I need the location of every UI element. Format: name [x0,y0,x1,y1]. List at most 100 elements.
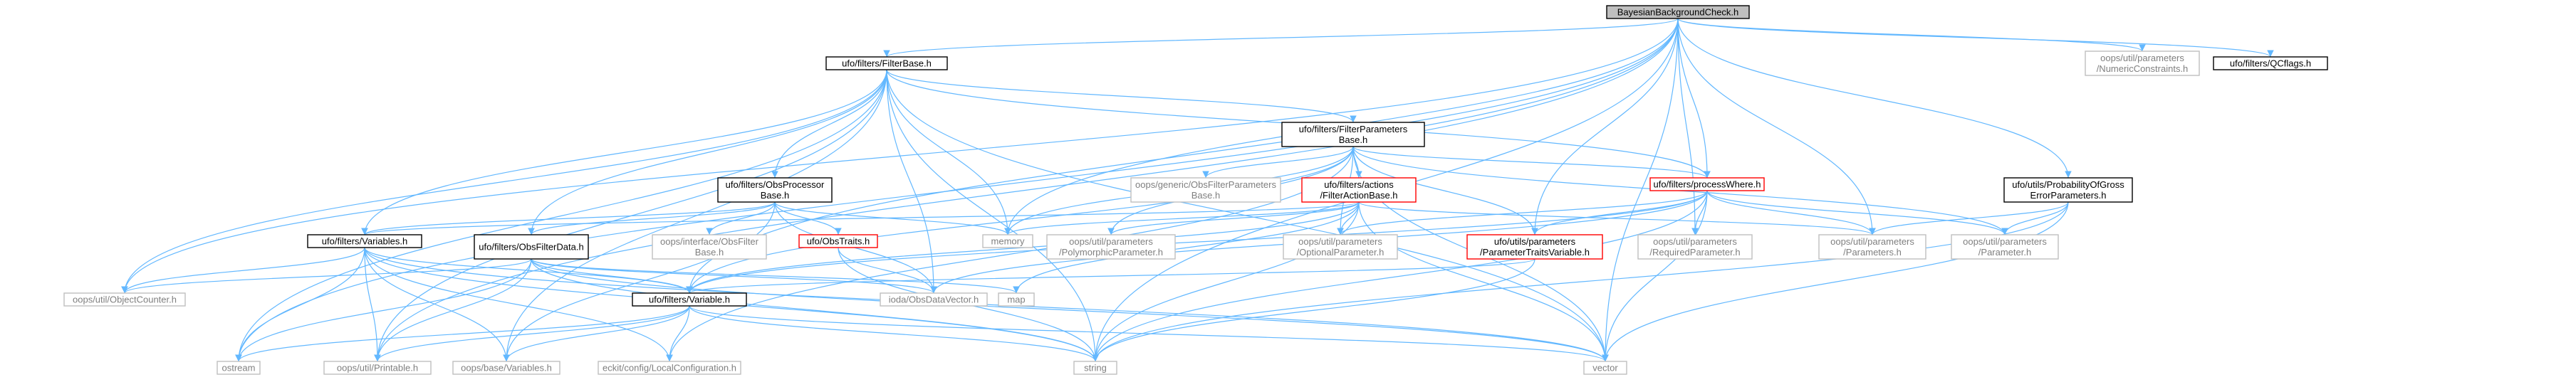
node-vector[interactable]: vector [1583,361,1627,375]
node-map-box [998,292,1035,307]
edge-filterparams-to-variable [686,146,1354,294]
node-map[interactable]: map [998,292,1035,307]
edge-root-to-ostream [235,18,1679,362]
node-iodavector-label-line-0: ioda/ObsDataVector.h [889,295,979,305]
edge-processwhere-to-parameter [1706,190,2008,235]
edge-processwhere-to-paramtraits [1531,190,1708,235]
node-paramtraits-label-line-1: /ParameterTraitsVariable.h [1480,247,1590,258]
node-ostream[interactable]: ostream [217,361,261,375]
node-interfacefilter-label-line-1: Base.h [695,247,724,258]
edge-obsproc-to-basevariables [503,201,776,362]
edge-filterbase-to-objcounter [121,69,887,294]
edge-variable-to-eckit [666,305,690,362]
node-ostream-label-line-0: ostream [222,363,256,373]
edge-obsproc-to-memory [774,201,1011,235]
node-eckit[interactable]: eckit/config/LocalConfiguration.h [598,361,741,375]
node-variables-label-line-0: ufo/filters/Variables.h [322,236,407,247]
node-paramtraits[interactable]: ufo/utils/parameters/ParameterTraitsVari… [1466,234,1603,260]
edge-processwhere-to-vector [1602,190,1708,362]
node-vector-label-line-0: vector [1592,363,1618,373]
node-root-box [1606,5,1750,19]
edge-filterbase-to-obsproc [771,69,887,179]
node-iodavector[interactable]: ioda/ObsDataVector.h [880,292,988,307]
edge-root-to-paramtraits [1531,18,1679,235]
edge-paramtraits-to-string [1092,258,1535,362]
node-polyparam-label-line-1: /PolymorphicParameter.h [1059,247,1163,258]
node-reqparam-label-line-1: /RequiredParameter.h [1649,247,1740,258]
edge-filterbase-to-variables [361,69,887,235]
edge-filterbase-to-string [886,69,1099,362]
node-oopsfilterparams-label-line-0: oops/generic/ObsFilterParameters [1135,179,1276,190]
node-qcflags[interactable]: ufo/filters/QCflags.h [2213,56,2328,70]
node-polyparam[interactable]: oops/util/parameters/PolymorphicParamete… [1046,234,1176,260]
node-parameters-label-line-1: /Parameters.h [1843,247,1902,258]
edge-variables-to-eckit [364,247,673,362]
node-obsproc-box [717,177,833,203]
edge-obstraits-to-iodavector [838,247,937,294]
edge-obsfilterdata-to-vector [531,258,1609,362]
edge-root-to-probgross [1677,18,2072,179]
edge-obsfilterdata-to-iodavector [531,258,937,294]
node-printable[interactable]: oops/util/Printable.h [323,361,432,375]
node-root[interactable]: BayesianBackgroundCheck.h [1606,5,1750,19]
edge-obsproc-to-variables [361,201,776,235]
node-objcounter[interactable]: oops/util/ObjectCounter.h [63,292,186,307]
node-obstraits[interactable]: ufo/ObsTraits.h [798,234,878,248]
node-filterparams-label-line-1: Base.h [1339,134,1367,145]
edge-variable-to-basevariables [503,305,690,362]
node-vector-box [1583,361,1627,375]
node-filteraction-box [1301,177,1417,203]
node-map-label-line-0: map [1007,295,1025,305]
node-probgross[interactable]: ufo/utils/ProbabilityOfGrossErrorParamet… [2003,177,2133,203]
edge-variable-to-string [689,305,1099,362]
node-processwhere-label-line-0: ufo/filters/processWhere.h [1653,179,1761,190]
edge-obsfilterdata-to-printable [374,258,532,362]
node-processwhere[interactable]: ufo/filters/processWhere.h [1649,177,1765,191]
node-filteraction[interactable]: ufo/filters/actions/FilterActionBase.h [1301,177,1417,203]
edge-variable-to-ostream [235,305,690,362]
edge-root-to-numconstr [1677,18,2146,52]
edge-obsproc-to-interfacefilter [706,201,776,235]
node-string[interactable]: string [1073,361,1117,375]
node-reqparam-label-line-0: oops/util/parameters [1653,236,1737,247]
node-optparam-box [1283,234,1398,260]
edge-root-to-filterbase [883,18,1679,58]
nodes-layer: BayesianBackgroundCheck.h ufo/filters/Fil… [63,5,2328,375]
node-filterbase[interactable]: ufo/filters/FilterBase.h [825,56,948,70]
node-parameters-label-line-0: oops/util/parameters [1830,236,1914,247]
node-numconstr-label-line-0: oops/util/parameters [2100,53,2184,63]
node-polyparam-label-line-0: oops/util/parameters [1069,236,1153,247]
node-obsproc-label-line-0: ufo/filters/ObsProcessor [726,179,825,190]
node-variable[interactable]: ufo/filters/Variable.h [632,292,747,307]
node-root-label-line-0: BayesianBackgroundCheck.h [1617,7,1739,18]
node-variables-box [307,234,422,248]
edge-filterparams-to-processwhere [1352,146,1711,179]
node-probgross-label-line-0: ufo/utils/ProbabilityOfGross [2012,179,2124,190]
edge-probgross-to-parameters [1869,201,2069,235]
edge-variable-to-printable [374,305,690,362]
node-optparam[interactable]: oops/util/parameters/OptionalParameter.h [1283,234,1398,260]
edge-filterbase-to-obsfilterdata [528,69,887,235]
node-numconstr-label-line-1: /NumericConstraints.h [2097,63,2189,74]
node-reqparam[interactable]: oops/util/parameters/RequiredParameter.h [1637,234,1753,260]
node-parameter[interactable]: oops/util/parameters/Parameter.h [1951,234,2059,260]
node-basevariables[interactable]: oops/base/Variables.h [452,361,560,375]
node-numconstr[interactable]: oops/util/parameters/NumericConstraints.… [2085,51,2200,76]
edge-root-to-objcounter [121,18,1679,294]
node-string-box [1073,361,1117,375]
node-parameters[interactable]: oops/util/parameters/Parameters.h [1818,234,1926,260]
node-iodavector-box [880,292,988,307]
node-memory[interactable]: memory [982,234,1033,248]
node-obsfilterdata[interactable]: ufo/filters/ObsFilterData.h [474,234,589,260]
node-interfacefilter-box [652,234,767,260]
node-variables[interactable]: ufo/filters/Variables.h [307,234,422,248]
node-eckit-label-line-0: eckit/config/LocalConfiguration.h [603,363,736,373]
node-polyparam-box [1046,234,1176,260]
node-paramtraits-box [1466,234,1603,260]
edge-root-to-vector [1602,18,1679,362]
